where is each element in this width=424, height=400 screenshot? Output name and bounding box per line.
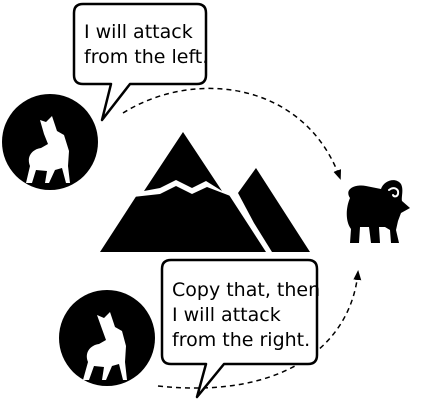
wolf-top-icon (2, 94, 98, 190)
wolf-bottom-icon (59, 290, 155, 386)
attack-path-left-arrow (122, 87, 342, 180)
speech-bubble-bottom-line-2: I will attack (172, 304, 281, 326)
speech-bubble-top-line-1: I will attack (84, 21, 193, 43)
speech-bubble-top (72, 2, 208, 122)
speech-bubble-top-line-2: from the left. (84, 46, 209, 68)
speech-bubble-bottom-line-1: Copy that, then (172, 279, 321, 301)
speech-bubble-bottom-text: Copy that, then I will attack from the r… (172, 278, 320, 353)
speech-bubble-top-text: I will attack from the left. (84, 20, 208, 70)
speech-bubble-bottom-line-3: from the right. (172, 329, 311, 351)
mountain-icon (100, 120, 310, 252)
ram-icon (346, 180, 410, 243)
speech-bubble-bottom (160, 258, 319, 399)
